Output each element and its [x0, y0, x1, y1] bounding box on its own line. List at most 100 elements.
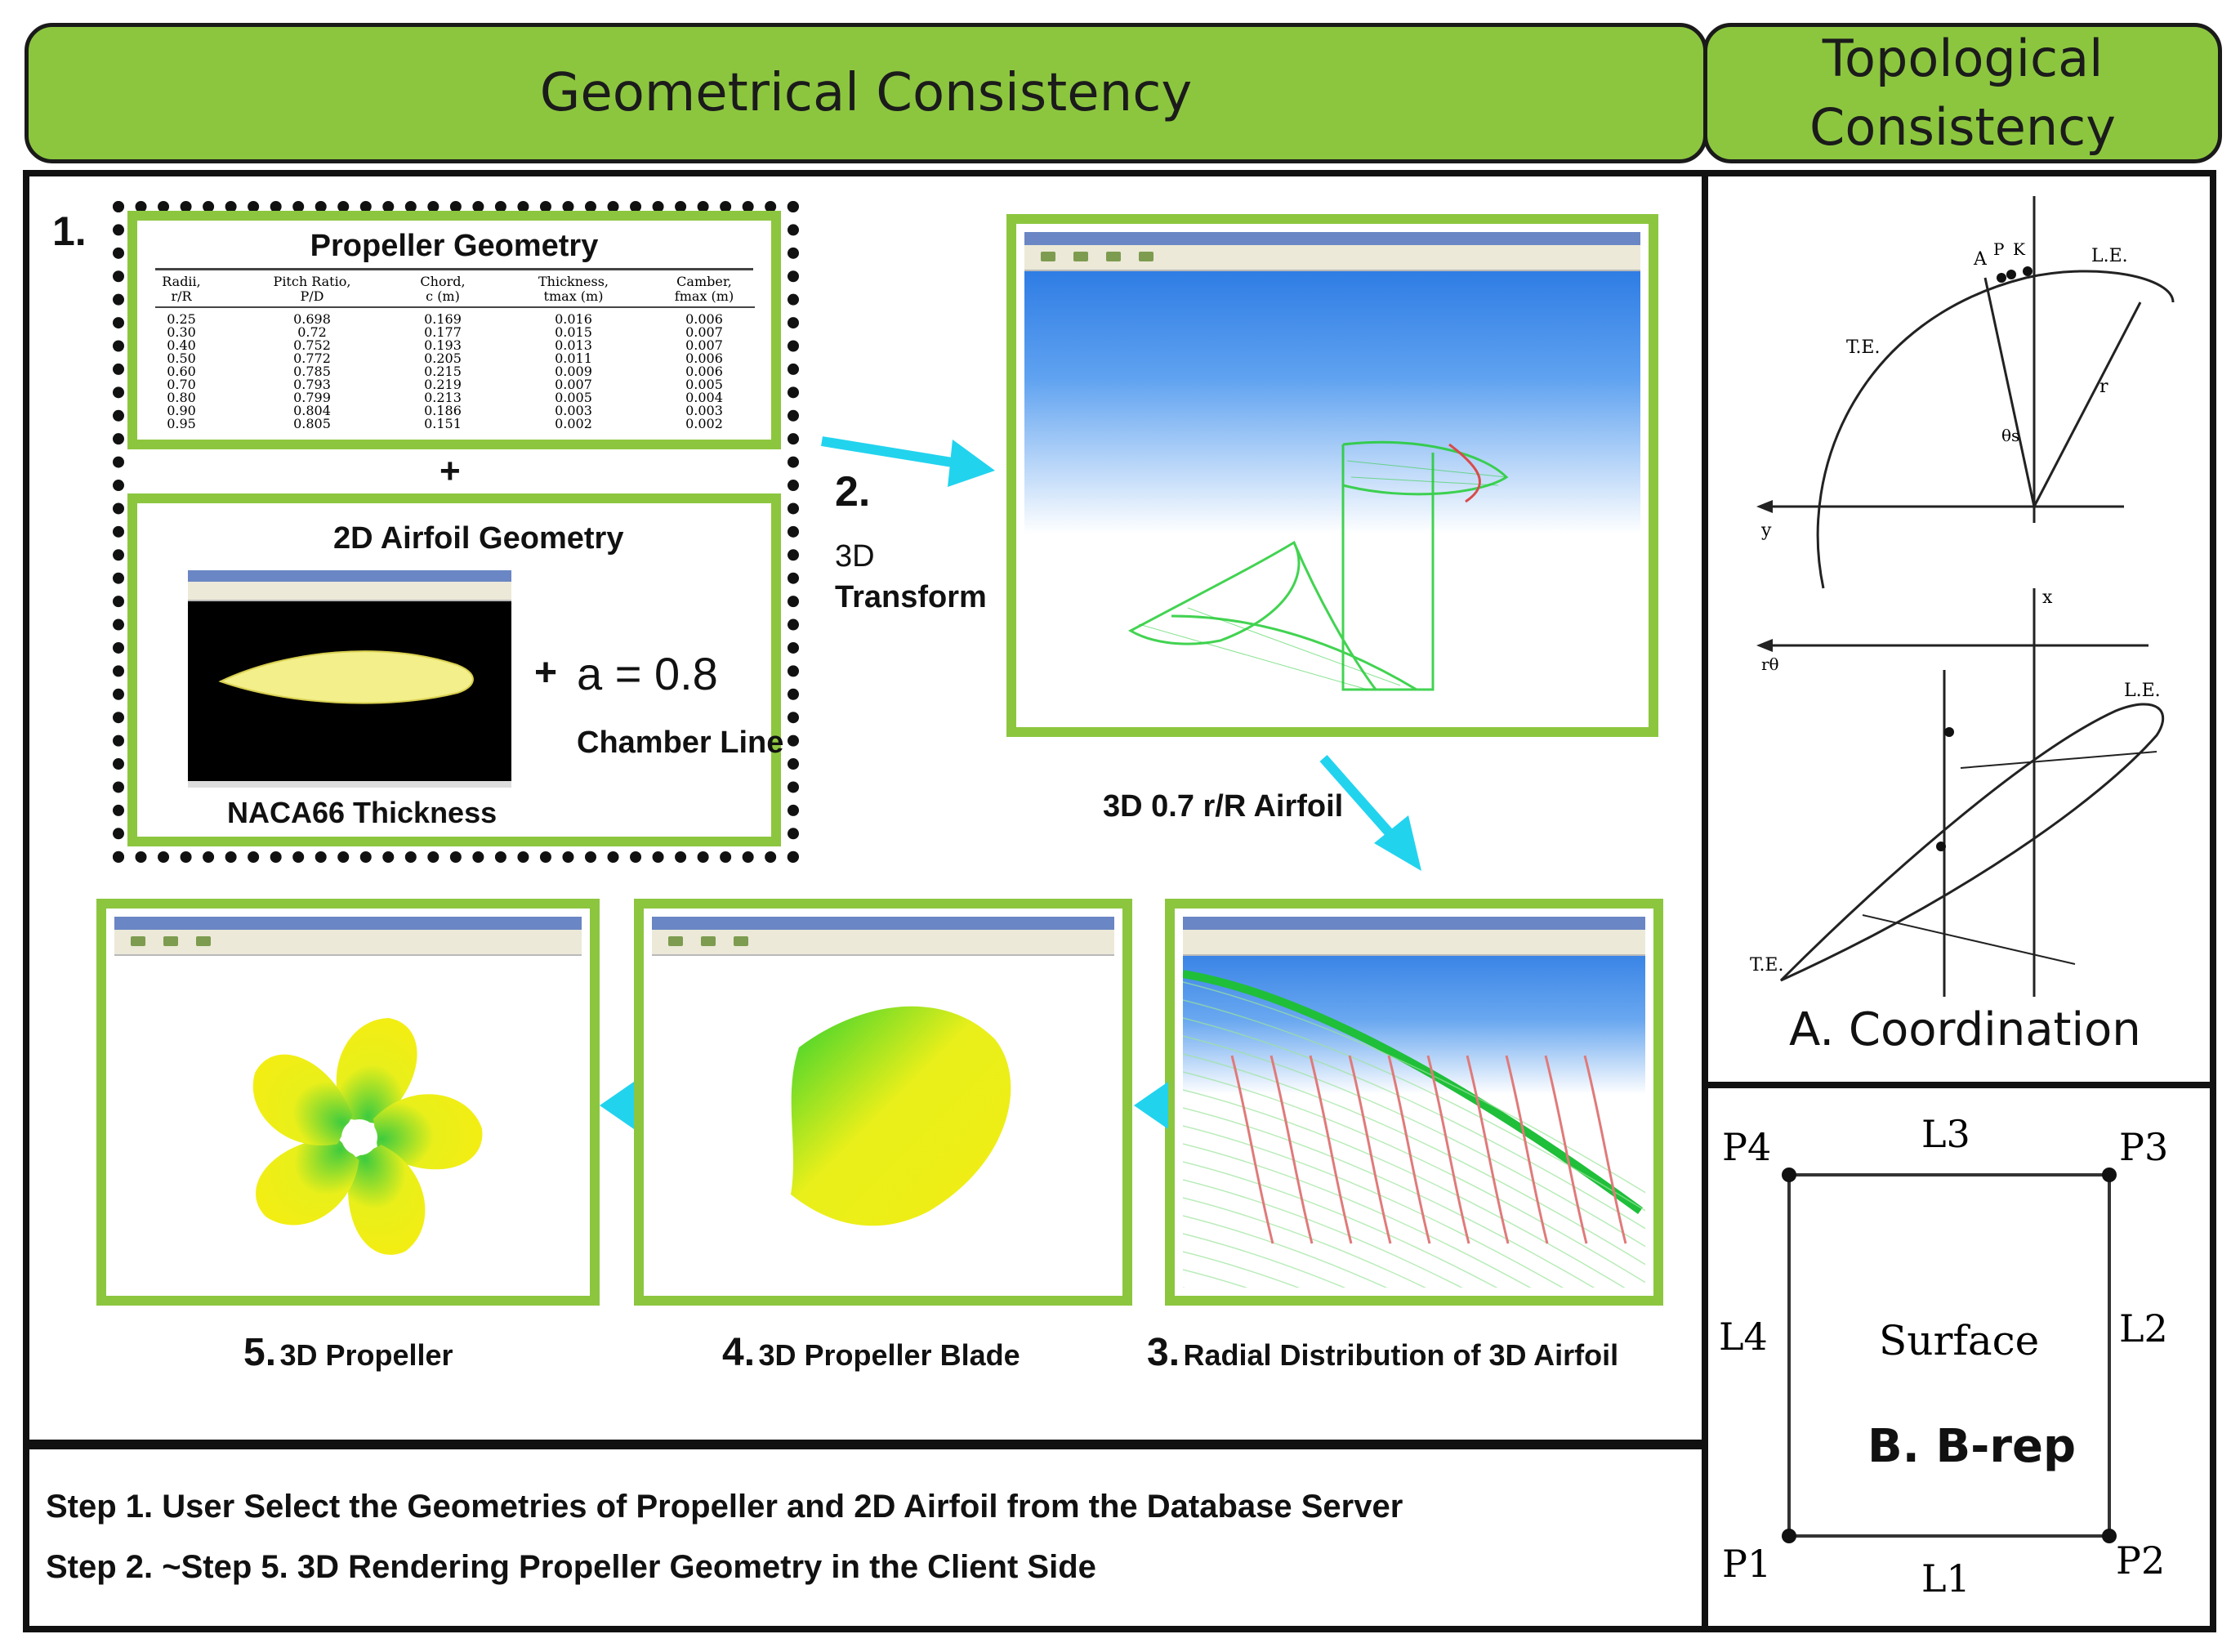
brep-label-p1: P1 [1722, 1542, 1771, 1586]
note-line2: Step 2. ~Step 5. 3D Rendering Propeller … [46, 1549, 1096, 1585]
propeller-table-rule [155, 268, 753, 270]
table-cell: 0.785 [293, 364, 331, 379]
table-cell: 0.007 [685, 324, 723, 340]
brep-point-p1 [1782, 1529, 1796, 1543]
brep-label-l1: L1 [1921, 1556, 1970, 1601]
radial-mesh-line [1183, 1197, 1427, 1288]
airfoil-caption: NACA66 Thickness [227, 796, 498, 829]
radial-mesh-line [1183, 1107, 1595, 1288]
table-cell: 0.799 [293, 390, 331, 405]
propeller-blade [373, 1094, 483, 1170]
coord-label-te2: T.E. [1750, 955, 1784, 976]
table-cell: 0.60 [167, 364, 196, 379]
table-cell: 0.151 [424, 416, 462, 431]
coord-label-te: T.E. [1846, 337, 1881, 358]
coord-label-theta: θs [2001, 426, 2019, 445]
radial-airfoil-section [1348, 1055, 1392, 1244]
coord-label-a: A [1973, 249, 1988, 270]
table-cell: 0.002 [685, 416, 723, 431]
brep-label-p3: P3 [2119, 1125, 2168, 1169]
brep-label-l2: L2 [2119, 1306, 2168, 1351]
camber-label: Chamber Line [577, 726, 784, 760]
coord-label-k: K [2013, 239, 2026, 259]
topological-title-line2: Consistency [1809, 97, 2116, 157]
brep-label-l3: L3 [1921, 1112, 1970, 1156]
arrow-left-1 [1134, 1082, 1168, 1129]
propeller-blade [348, 1145, 426, 1255]
radial-airfoil-section [1387, 1055, 1431, 1244]
geometrical-consistency-title: Geometrical Consistency [539, 63, 1193, 123]
table-cell: 0.186 [424, 403, 462, 418]
propeller-blade [256, 1136, 359, 1226]
radial-mesh-line [1183, 1035, 1645, 1248]
table-cell: 0.50 [167, 350, 196, 366]
radial-mesh-line [1183, 1179, 1463, 1288]
table-cell: 0.752 [293, 337, 331, 353]
step3-caption: 3. Radial Distribution of 3D Airfoil [1147, 1330, 1618, 1375]
coord-label-x: x [2042, 587, 2053, 608]
propeller-blade [252, 1054, 353, 1145]
radial-mesh-line [1183, 1269, 1248, 1288]
step2-number: 2. [835, 468, 871, 516]
radial-distribution-screen [1165, 899, 1663, 1306]
table-cell: 0.016 [555, 311, 592, 327]
step5-number: 5. [243, 1331, 277, 1374]
table-cell: 0.005 [555, 390, 592, 405]
step4-caption: 4. 3D Propeller Blade [722, 1330, 1020, 1375]
radial-airfoil-section [1505, 1055, 1549, 1244]
table-cell: 0.25 [167, 311, 196, 327]
coord-label-le2: L.E. [2124, 681, 2161, 701]
airfoil-shape [218, 650, 474, 704]
coord-label-p: P [1993, 239, 2004, 259]
table-header-cell: Chord, [420, 274, 465, 289]
coordination-caption: A. Coordination [1789, 1003, 2141, 1056]
table-cell: 0.90 [167, 403, 196, 418]
topological-consistency-header: Topological Consistency [1703, 23, 2222, 163]
radial-mesh-line [1183, 1215, 1388, 1288]
table-cell: 0.70 [167, 377, 196, 392]
propeller-screen [96, 899, 600, 1306]
camber-plus: + [534, 651, 558, 694]
brep-point-p4 [1782, 1168, 1796, 1182]
brep-label-l4: L4 [1719, 1315, 1768, 1359]
step4-number: 4. [722, 1331, 756, 1374]
table-cell: 0.95 [167, 416, 196, 431]
propeller-blade-screen [634, 899, 1132, 1306]
table-cell: 0.007 [685, 337, 723, 353]
table-cell: 0.40 [167, 337, 196, 353]
table-cell: 0.30 [167, 324, 196, 340]
brep-point-p2 [2102, 1529, 2117, 1543]
table-cell: 0.193 [424, 337, 462, 353]
brep-label-p4: P4 [1722, 1125, 1771, 1169]
radial-airfoil-section [1544, 1055, 1588, 1244]
radial-mesh-line [1183, 1125, 1564, 1288]
table-header-cell: P/D [301, 288, 324, 304]
camber-value: a = 0.8 [577, 648, 718, 699]
radial-mesh-line [1183, 1233, 1346, 1288]
table-cell: 0.793 [293, 377, 331, 392]
airfoil-geometry-panel: 2D Airfoil Geometry NACA66 Thickness + a… [127, 493, 784, 846]
table-cell: 0.003 [685, 403, 723, 418]
topological-title-line1: Topological [1822, 29, 2104, 88]
blade-render [791, 1006, 1011, 1226]
radial-mesh-line [1183, 1053, 1645, 1266]
radial-mesh-line [1183, 981, 1645, 1194]
table-cell: 0.007 [555, 377, 592, 392]
table-cell: 0.005 [685, 377, 723, 392]
table-header-cell: fmax (m) [675, 288, 734, 304]
step5-caption: 5. 3D Propeller [243, 1330, 453, 1375]
table-cell: 0.011 [555, 350, 592, 366]
table-cell: 0.772 [293, 350, 331, 366]
radial-airfoil-section [1466, 1055, 1510, 1244]
coord-label-le: L.E. [2091, 246, 2128, 266]
brep-caption: B. B-rep [1867, 1420, 2077, 1473]
step3-number: 3. [1147, 1331, 1180, 1374]
table-cell: 0.213 [424, 390, 462, 405]
propeller-render [252, 1018, 483, 1255]
radial-airfoil-section [1426, 1055, 1470, 1244]
step1-number: 1. [52, 208, 87, 254]
arrow-step2 [821, 436, 995, 487]
radial-airfoil-section [1309, 1055, 1353, 1244]
table-cell: 0.219 [424, 377, 462, 392]
